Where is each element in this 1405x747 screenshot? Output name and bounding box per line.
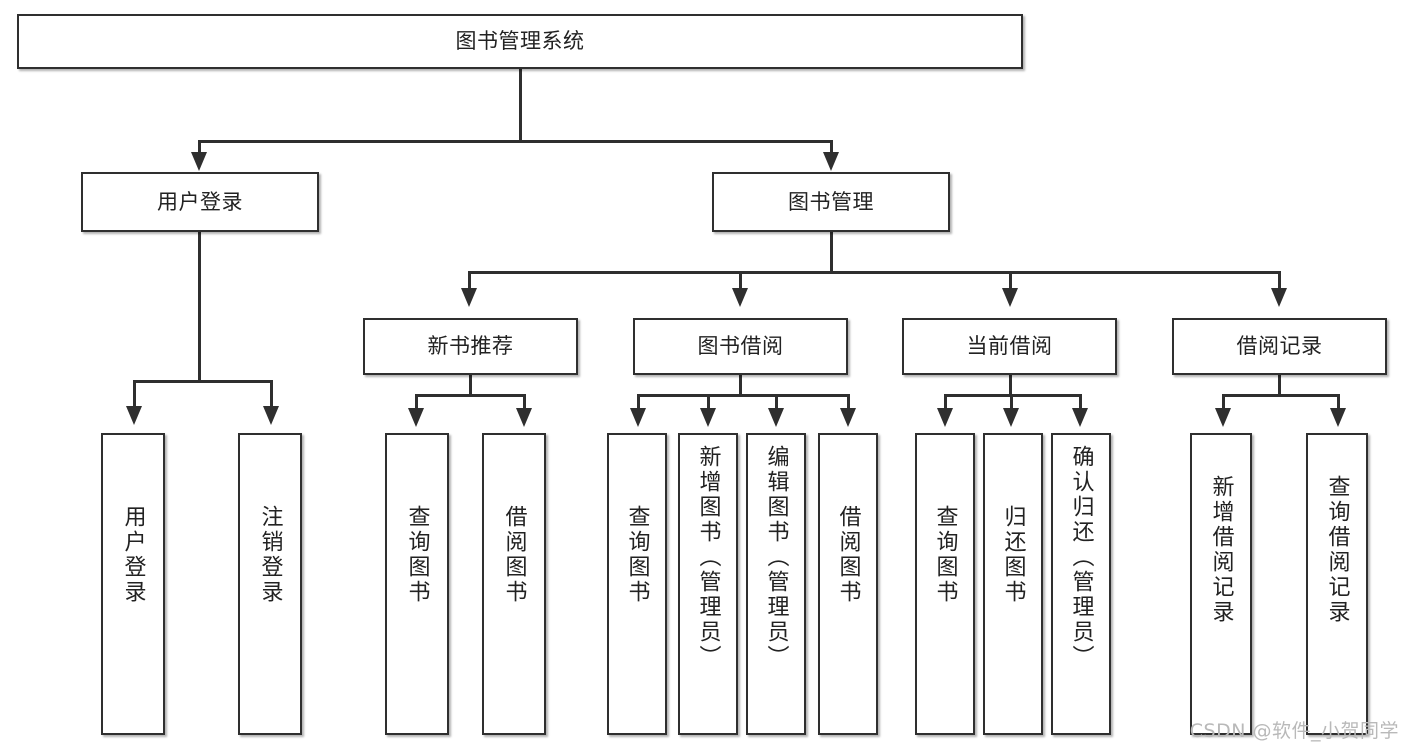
leaf-logout[interactable]: 注销登录 bbox=[238, 433, 302, 735]
connector-current-borrow-trunk bbox=[1009, 375, 1012, 396]
arrowhead-br-query-record bbox=[1330, 408, 1346, 427]
node-label: 用户登录 bbox=[157, 189, 243, 214]
connector-bb-leaf2 bbox=[707, 394, 710, 414]
node-label: 新书推荐 bbox=[427, 334, 514, 359]
leaf-label: 注销登录 bbox=[257, 505, 283, 605]
arrowhead-cb-query-book bbox=[937, 408, 953, 427]
leaf-bb-borrow-book[interactable]: 借阅图书 bbox=[818, 433, 878, 735]
leaf-label: 查询借阅记录 bbox=[1324, 475, 1350, 625]
connector-cb-leaf1 bbox=[944, 394, 947, 414]
arrowhead-br-add-record bbox=[1215, 408, 1231, 427]
leaf-label: 新增借阅记录 bbox=[1208, 475, 1234, 625]
connector-book-mgmt-trunk bbox=[830, 232, 833, 273]
node-root-system[interactable]: 图书管理系统 bbox=[17, 14, 1023, 69]
connector-new-book-bus bbox=[415, 394, 525, 397]
connector-new-book-leaf1 bbox=[415, 394, 418, 414]
node-book-management[interactable]: 图书管理 bbox=[712, 172, 950, 232]
node-label: 图书管理 bbox=[788, 189, 874, 214]
arrowhead-leaf-user-login bbox=[126, 406, 142, 425]
leaf-bb-add-book[interactable]: 新增图书（管理员） bbox=[678, 433, 738, 735]
connector-root-to-user-login bbox=[198, 140, 201, 158]
leaf-label: 借阅图书 bbox=[835, 505, 861, 605]
connector-root-trunk bbox=[519, 69, 522, 141]
arrowhead-borrow-record bbox=[1271, 288, 1287, 307]
connector-user-login-bus bbox=[133, 380, 272, 383]
connector-current-borrow-bus bbox=[944, 394, 1081, 397]
connector-book-borrow-trunk bbox=[739, 375, 742, 396]
arrowhead-bb-add-book bbox=[700, 408, 716, 427]
connector-root-to-book-mgmt bbox=[830, 140, 833, 158]
leaf-br-add-record[interactable]: 新增借阅记录 bbox=[1190, 433, 1252, 735]
leaf-user-login[interactable]: 用户登录 bbox=[101, 433, 165, 735]
arrowhead-bb-query-book bbox=[630, 408, 646, 427]
leaf-cb-confirm-return[interactable]: 确认归还（管理员） bbox=[1051, 433, 1111, 735]
connector-cb-leaf2 bbox=[1010, 394, 1013, 414]
leaf-br-query-record[interactable]: 查询借阅记录 bbox=[1306, 433, 1368, 735]
connector-borrow-record-bus bbox=[1222, 394, 1339, 397]
arrowhead-book-mgmt bbox=[823, 152, 839, 171]
connector-root-bus bbox=[198, 140, 832, 143]
connector-cb-leaf3 bbox=[1079, 394, 1082, 414]
connector-level2-bus bbox=[468, 271, 1280, 274]
leaf-label: 查询图书 bbox=[932, 505, 958, 605]
connector-br-leaf1 bbox=[1222, 394, 1225, 414]
leaf-label: 用户登录 bbox=[120, 505, 146, 605]
arrowhead-book-borrow bbox=[732, 288, 748, 307]
leaf-nb-query-book[interactable]: 查询图书 bbox=[385, 433, 449, 735]
leaf-label: 归还图书 bbox=[1000, 505, 1026, 605]
node-book-borrow[interactable]: 图书借阅 bbox=[633, 318, 848, 375]
node-borrow-record[interactable]: 借阅记录 bbox=[1172, 318, 1387, 375]
arrowhead-bb-borrow-book bbox=[840, 408, 856, 427]
leaf-bb-query-book[interactable]: 查询图书 bbox=[607, 433, 667, 735]
connector-new-book-leaf2 bbox=[523, 394, 526, 414]
connector-br-leaf2 bbox=[1337, 394, 1340, 414]
connector-bb-leaf3 bbox=[775, 394, 778, 414]
connector-to-current-borrow bbox=[1009, 271, 1012, 293]
node-label: 图书管理系统 bbox=[455, 29, 585, 54]
connector-book-borrow-bus bbox=[637, 394, 849, 397]
arrowhead-bb-edit-book bbox=[768, 408, 784, 427]
arrowhead-cb-return-book bbox=[1003, 408, 1019, 427]
leaf-cb-return-book[interactable]: 归还图书 bbox=[983, 433, 1043, 735]
connector-user-login-leaf1 bbox=[133, 380, 136, 412]
leaf-nb-borrow-book[interactable]: 借阅图书 bbox=[482, 433, 546, 735]
connector-to-book-borrow bbox=[739, 271, 742, 293]
leaf-label: 新增图书（管理员） bbox=[695, 445, 721, 670]
arrowhead-cb-confirm-return bbox=[1072, 408, 1088, 427]
leaf-label: 借阅图书 bbox=[501, 505, 527, 605]
connector-bb-leaf1 bbox=[637, 394, 640, 414]
arrowhead-user-login bbox=[191, 152, 207, 171]
leaf-label: 编辑图书（管理员） bbox=[763, 445, 789, 670]
node-user-login[interactable]: 用户登录 bbox=[81, 172, 319, 232]
connector-to-new-book bbox=[468, 271, 471, 293]
connector-new-book-trunk bbox=[469, 375, 472, 396]
connector-user-login-trunk bbox=[198, 232, 201, 382]
leaf-bb-edit-book[interactable]: 编辑图书（管理员） bbox=[746, 433, 806, 735]
watermark: CSDN @软件_小贺同学 bbox=[1189, 720, 1399, 742]
node-label: 借阅记录 bbox=[1236, 334, 1323, 359]
node-label: 图书借阅 bbox=[697, 334, 784, 359]
arrowhead-nb-borrow-book bbox=[516, 408, 532, 427]
leaf-label: 查询图书 bbox=[404, 505, 430, 605]
connector-bb-leaf4 bbox=[847, 394, 850, 414]
connector-borrow-record-trunk bbox=[1278, 375, 1281, 396]
node-label: 当前借阅 bbox=[966, 334, 1053, 359]
node-new-book-recommend[interactable]: 新书推荐 bbox=[363, 318, 578, 375]
leaf-label: 查询图书 bbox=[624, 505, 650, 605]
connector-to-borrow-record bbox=[1278, 271, 1281, 293]
leaf-label: 确认归还（管理员） bbox=[1068, 445, 1094, 670]
arrowhead-leaf-logout bbox=[263, 406, 279, 425]
leaf-cb-query-book[interactable]: 查询图书 bbox=[915, 433, 975, 735]
arrowhead-current-borrow bbox=[1002, 288, 1018, 307]
arrowhead-new-book-recommend bbox=[461, 288, 477, 307]
connector-user-login-leaf2 bbox=[270, 380, 273, 412]
arrowhead-nb-query-book bbox=[408, 408, 424, 427]
node-current-borrow[interactable]: 当前借阅 bbox=[902, 318, 1117, 375]
